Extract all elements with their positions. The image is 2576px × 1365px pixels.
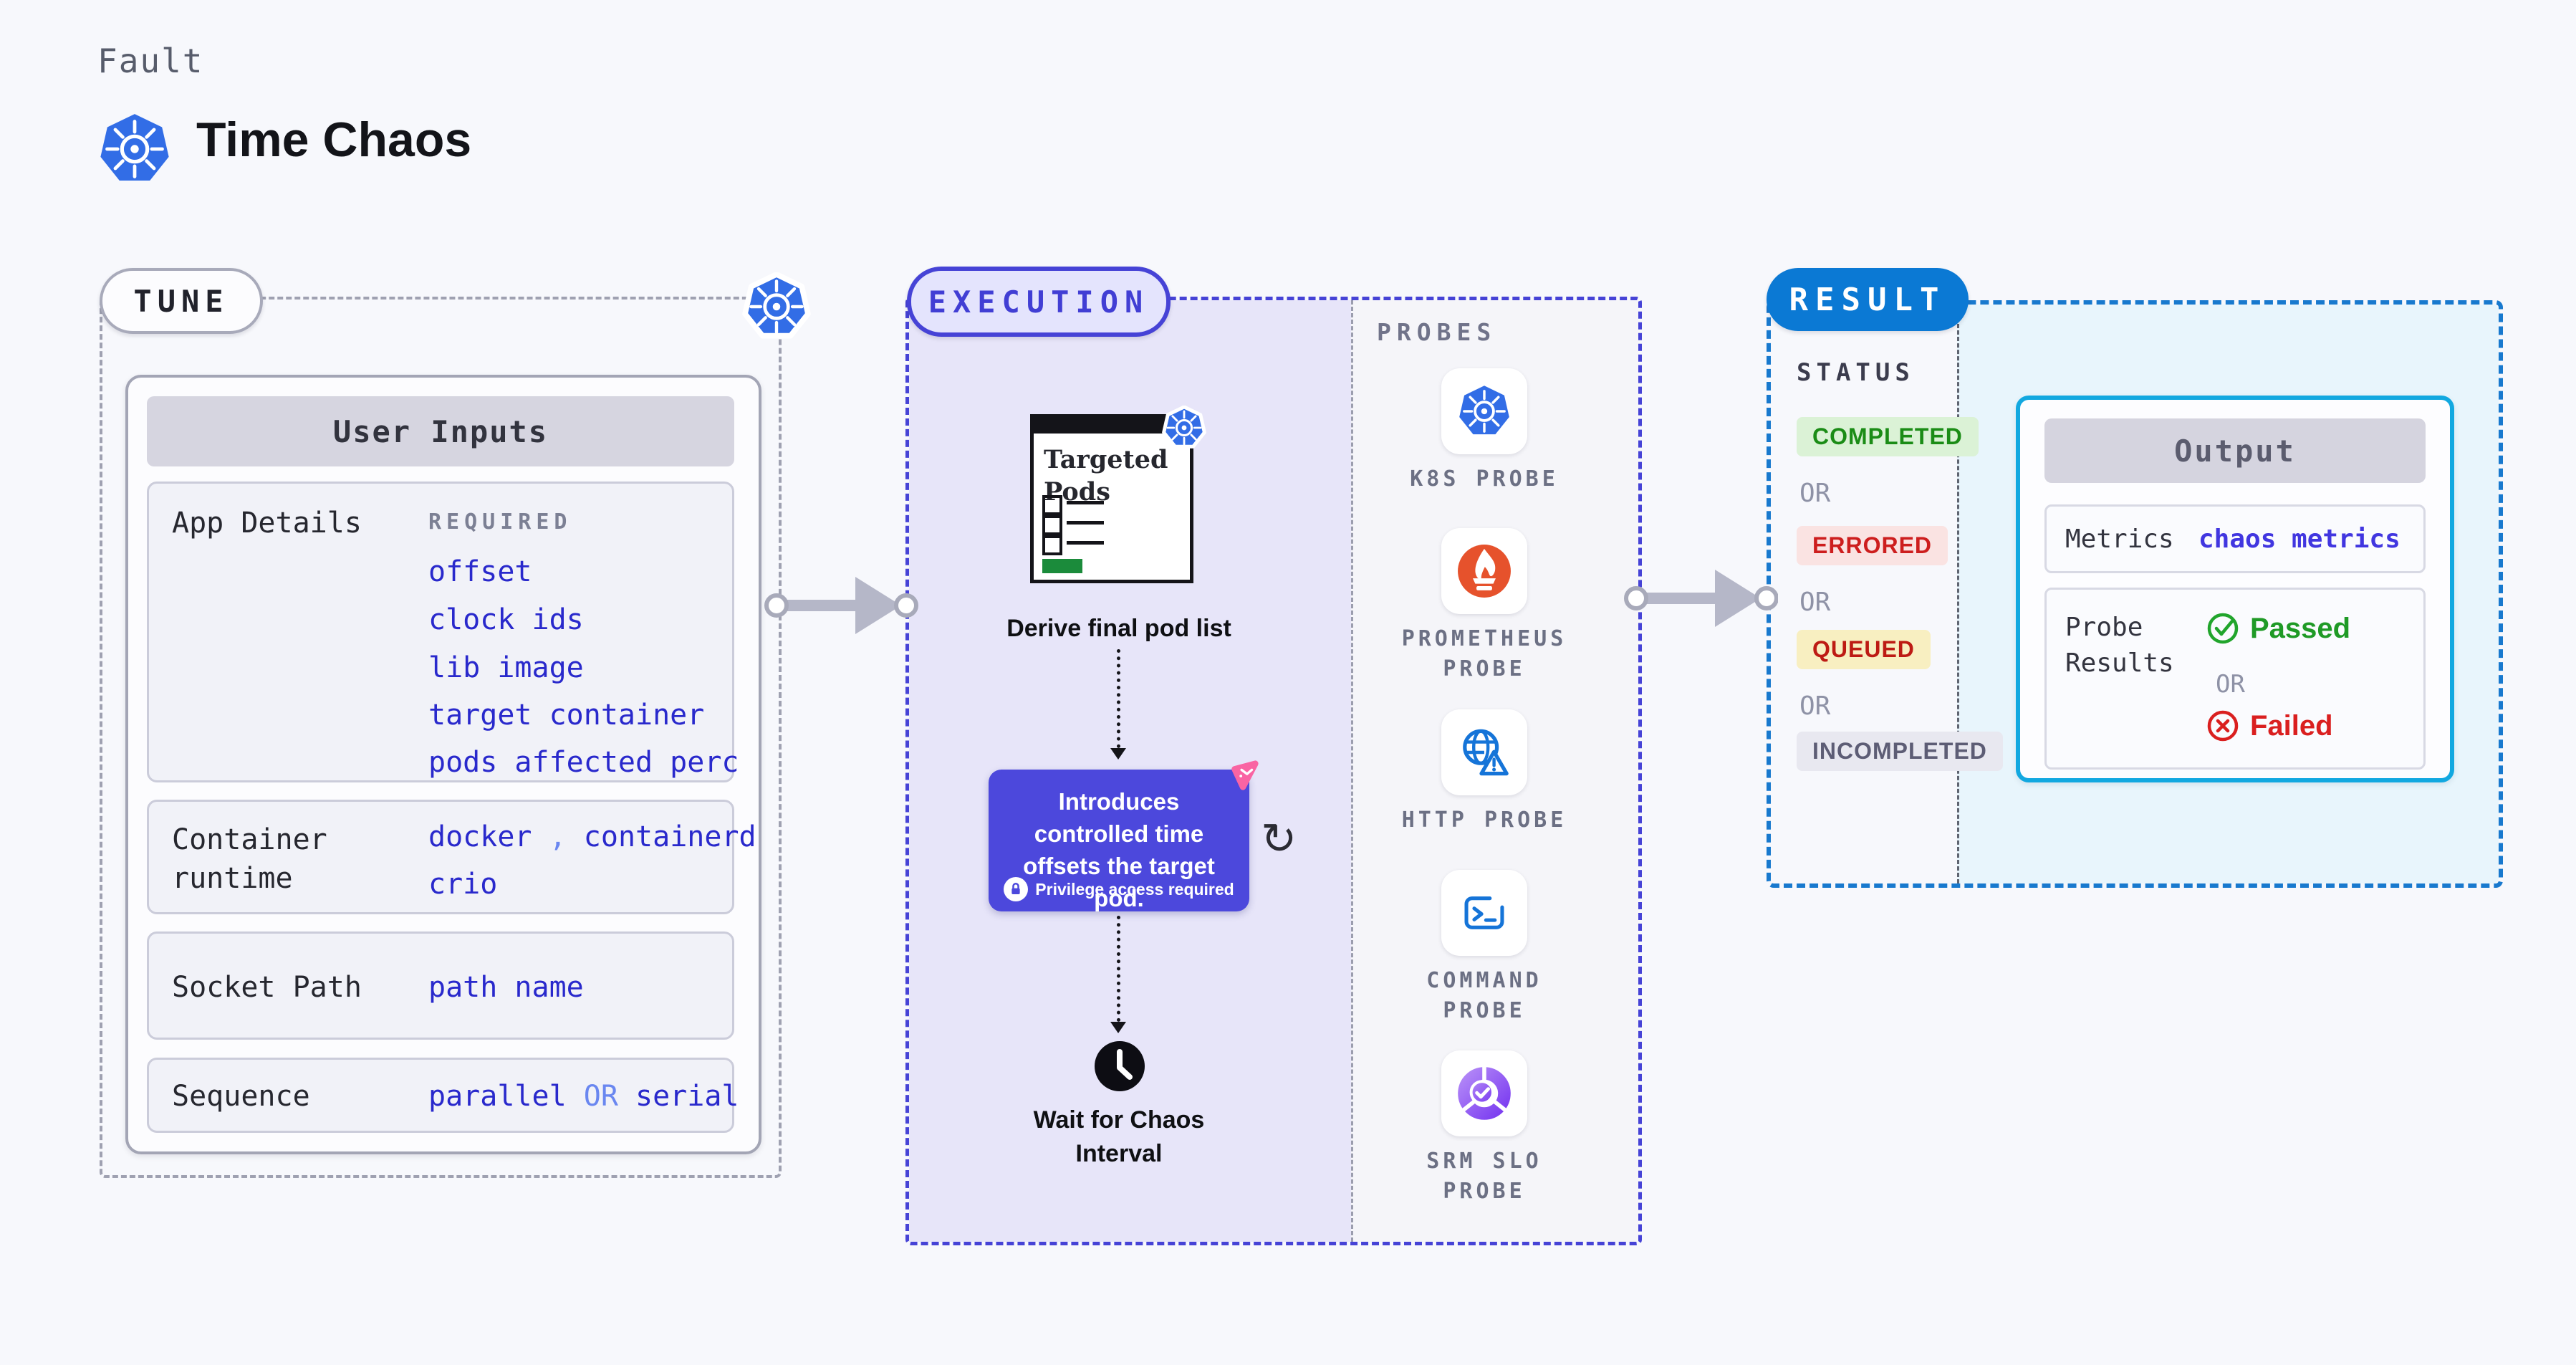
lock-icon: [1004, 877, 1029, 901]
user-inputs-panel: User Inputs App Details REQUIRED offset …: [125, 375, 761, 1154]
app-details-label: App Details: [172, 507, 362, 540]
pod-line: [1067, 541, 1104, 545]
globe-warning-icon: [1463, 729, 1509, 776]
page-title: Time Chaos: [196, 112, 472, 167]
status-title: STATUS: [1797, 358, 1915, 387]
failed-label: Failed: [2250, 709, 2333, 742]
clock-icon: [1095, 1041, 1145, 1091]
prometheus-probe-label: PROMETHEUS PROBE: [1401, 626, 1567, 681]
execution-pill: EXECUTION: [907, 267, 1171, 337]
arrow-down-icon: [1110, 1022, 1126, 1033]
callout-text: Introduces controlled time offsets the t…: [1023, 788, 1215, 911]
k8s-probe-label: K8S PROBE: [1410, 466, 1559, 492]
retry-loop-icon: ↻: [1261, 814, 1297, 864]
socket-path-value: path name: [428, 971, 584, 1004]
pod-checkbox: [1042, 515, 1062, 535]
status-badge-incompleted: INCOMPLETED: [1797, 732, 2003, 771]
probe-results-row: Probe Results Passed OR Failed: [2044, 588, 2426, 770]
flow-connector: [1117, 916, 1120, 1022]
command-probe-label: COMMAND PROBE: [1426, 968, 1542, 1023]
fault-eyebrow: Fault: [97, 42, 204, 80]
prometheus-icon: [1458, 545, 1511, 598]
runtime-docker: docker: [428, 820, 532, 853]
app-detail-value: clock ids: [428, 603, 584, 636]
status-badge-completed: COMPLETED: [1797, 417, 1979, 456]
or-label: OR: [1799, 691, 1831, 721]
targeted-pods-title: Targeted Pods: [1044, 445, 1168, 507]
kubernetes-icon: [97, 112, 172, 186]
pod-checkbox: [1042, 535, 1062, 555]
sequence-card: Sequence parallel OR serial: [147, 1058, 739, 1133]
metrics-row: Metrics chaos metrics: [2044, 504, 2426, 573]
output-title: Output: [2044, 418, 2426, 483]
tune-region: [100, 297, 782, 1178]
passed-result: Passed: [2206, 611, 2350, 646]
failed-result: Failed: [2206, 709, 2333, 743]
terminal-icon: [1464, 896, 1504, 929]
or-label: OR: [2216, 670, 2245, 699]
x-circle-icon: [2207, 710, 2239, 742]
flow-connector: [1117, 649, 1120, 748]
command-probe-card: [1441, 870, 1527, 956]
container-runtime-values: docker , containerd: [428, 820, 756, 853]
kubernetes-icon: [742, 272, 811, 341]
k8s-probe-card: [1441, 368, 1527, 454]
sequence-serial: serial: [635, 1080, 739, 1113]
chaos-callout: Introduces controlled time offsets the t…: [989, 760, 1259, 911]
status-badge-errored: ERRORED: [1797, 526, 1948, 565]
sequence-parallel: parallel: [428, 1080, 567, 1113]
chaos-icon: [1231, 760, 1259, 790]
or-label: OR: [1799, 479, 1831, 508]
probes-title: PROBES: [1377, 318, 1497, 346]
runtime-containerd: containerd: [583, 820, 756, 853]
runtime-crio: crio: [428, 868, 498, 901]
container-runtime-label: Container runtime: [172, 823, 327, 895]
arrow-execution-to-result: [1624, 570, 1778, 627]
targeted-pods-window: Targeted Pods: [1030, 414, 1193, 583]
sequence-or: OR: [583, 1080, 618, 1113]
runtime-separator: ,: [549, 820, 567, 853]
window-titlebar: [1034, 418, 1190, 434]
app-detail-value: target container: [428, 699, 705, 732]
pod-checkbox: [1042, 495, 1062, 515]
srm-slo-probe-label: SRM SLO PROBE: [1426, 1149, 1542, 1204]
result-pill: RESULT: [1767, 268, 1969, 331]
status-badge-queued: QUEUED: [1797, 630, 1931, 669]
tune-pill: TUNE: [100, 268, 263, 334]
derive-pod-list-label: Derive final pod list: [1006, 615, 1231, 642]
app-details-card: App Details REQUIRED offset clock ids li…: [147, 482, 739, 782]
wait-interval-label: Wait for Chaos Interval: [1033, 1106, 1205, 1167]
sequence-values: parallel OR serial: [428, 1080, 739, 1113]
user-inputs-title: User Inputs: [147, 396, 734, 466]
required-tag: REQUIRED: [428, 509, 572, 535]
pod-line: [1067, 521, 1104, 525]
passed-label: Passed: [2250, 612, 2351, 644]
container-runtime-card: Container runtime docker , containerd cr…: [147, 800, 756, 914]
metrics-label: Metrics: [2065, 524, 2174, 554]
socket-path-label: Socket Path: [172, 971, 362, 1004]
arrow-tune-to-execution: [764, 577, 918, 634]
socket-path-card: Socket Path path name: [147, 931, 734, 1040]
probe-results-label: Probe Results: [2065, 613, 2174, 678]
srm-slo-probe-card: [1441, 1050, 1527, 1136]
or-label: OR: [1799, 588, 1831, 617]
http-probe-label: HTTP PROBE: [1401, 808, 1567, 833]
output-card: Output Metrics chaos metrics Probe Resul…: [2016, 396, 2454, 782]
metrics-value: chaos metrics: [2198, 524, 2400, 554]
app-detail-value: pods affected perc: [428, 746, 739, 779]
check-circle-icon: [2207, 613, 2239, 644]
slo-donut-check-icon: [1458, 1066, 1511, 1120]
kubernetes-icon: [1162, 406, 1206, 450]
privilege-note: Privilege access required: [989, 877, 1249, 901]
prometheus-probe-card: [1441, 528, 1527, 614]
privilege-note-text: Privilege access required: [1035, 879, 1234, 899]
app-detail-value: offset: [428, 555, 532, 588]
http-probe-card: [1441, 709, 1527, 795]
arrow-down-icon: [1110, 748, 1126, 760]
progress-bar: [1042, 559, 1082, 573]
pod-line: [1067, 501, 1104, 504]
app-detail-value: lib image: [428, 651, 584, 684]
sequence-label: Sequence: [172, 1080, 310, 1113]
kubernetes-icon: [1457, 384, 1512, 439]
